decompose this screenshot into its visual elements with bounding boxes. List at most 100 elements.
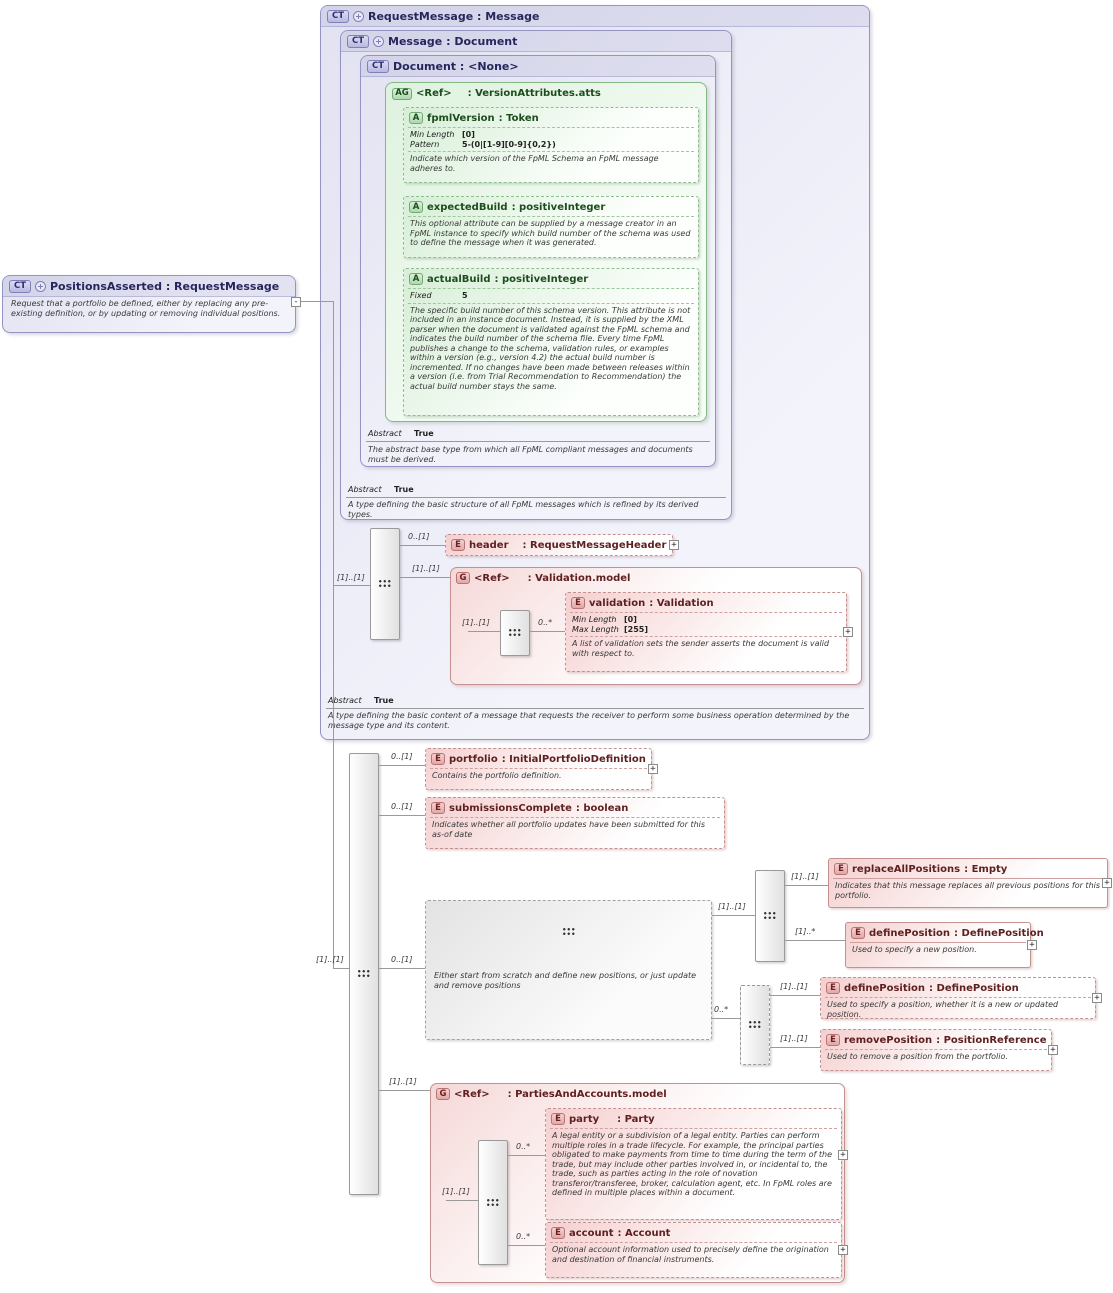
document-header[interactable]: CT Document : <None> <box>361 56 715 77</box>
choice-indicator: Either start from scratch and define new… <box>425 900 712 1040</box>
element-type: : InitialPortfolioDefinition <box>501 753 646 765</box>
element-icon: E <box>551 1227 565 1239</box>
cardinality-label: [1]..[1] <box>389 1077 417 1086</box>
element-doc: Indicates that this message replaces all… <box>833 878 1103 903</box>
connector-line <box>400 577 450 578</box>
element-name: replaceAllPositions <box>852 863 961 875</box>
remove-position-element[interactable]: E removePosition : PositionReference Use… <box>820 1029 1052 1071</box>
derivation-icon <box>35 280 46 292</box>
element-facts: Min Length[0] Max Length[255] <box>570 612 842 636</box>
cardinality-label: [1]..[1] <box>442 1187 470 1196</box>
connector-line <box>785 940 845 941</box>
attribute-group-icon: AG <box>392 87 412 100</box>
complex-type-icon: CT <box>347 34 369 48</box>
element-doc: A legal entity or a subdivision of a leg… <box>550 1128 837 1201</box>
group-header[interactable]: G <Ref> : Validation.model <box>451 568 861 587</box>
element-doc: Used to specify a position, whether it i… <box>825 997 1091 1022</box>
element-type: : DefinePosition <box>929 982 1019 994</box>
expand-button[interactable]: + <box>1102 878 1112 888</box>
divider-line <box>346 497 726 498</box>
group-icon: G <box>456 572 470 584</box>
cardinality-label: [1]..[1] <box>791 872 819 881</box>
message-header[interactable]: CT Message : Document <box>341 31 731 52</box>
element-name: definePosition <box>844 982 926 994</box>
connector-line <box>508 1245 545 1246</box>
abstract-value: True <box>374 696 394 705</box>
expand-button[interactable]: + <box>1027 940 1037 950</box>
choice-indicator <box>740 985 770 1065</box>
attribute-doc: This optional attribute can be supplied … <box>408 216 694 251</box>
party-element[interactable]: E party : Party A legal entity or a subd… <box>545 1108 842 1220</box>
fpml-version-attribute[interactable]: A fpmlVersion : Token Min Length[0] Patt… <box>403 107 699 183</box>
expand-button[interactable]: + <box>1048 1045 1058 1055</box>
expand-button[interactable]: + <box>843 627 853 637</box>
attribute-doc: The specific build number of this schema… <box>408 302 694 395</box>
cardinality-label: [1]..[1] <box>412 564 440 573</box>
attribute-icon: A <box>409 112 423 124</box>
cardinality-label: [1]..[1] <box>316 955 344 964</box>
attribute-type: : positiveInteger <box>511 201 606 213</box>
abstract-row: Abstract True <box>328 696 394 705</box>
connector-line <box>333 301 334 969</box>
element-type: : Empty <box>964 863 1008 875</box>
attribute-type: : positiveInteger <box>494 273 589 285</box>
expand-button[interactable]: + <box>1092 993 1102 1003</box>
element-doc: Optional account information used to pre… <box>550 1242 837 1267</box>
element-doc: Used to specify a new position. <box>850 942 1026 958</box>
fact-label: Min Length <box>410 130 455 139</box>
connector-line <box>468 631 500 632</box>
portfolio-element[interactable]: E portfolio : InitialPortfolioDefinition… <box>425 748 652 790</box>
sequence-indicator <box>500 610 530 656</box>
complex-type-icon: CT <box>327 9 349 23</box>
submissions-complete-element[interactable]: E submissionsComplete : boolean Indicate… <box>425 797 725 849</box>
request-message-header[interactable]: CT RequestMessage : Message <box>321 6 869 27</box>
expand-button[interactable]: + <box>838 1245 848 1255</box>
element-icon: E <box>451 539 465 551</box>
expand-button[interactable]: + <box>838 1150 848 1160</box>
positions-asserted-type-box: CT PositionsAsserted : RequestMessage Re… <box>2 275 296 333</box>
connector-line <box>770 1047 820 1048</box>
abstract-row: Abstract True <box>368 429 434 438</box>
attribute-group-header[interactable]: AG <Ref> : VersionAttributes.atts <box>386 83 706 104</box>
connector-line <box>333 968 349 969</box>
connector-line <box>379 765 425 766</box>
element-icon: E <box>826 1034 840 1046</box>
element-type: : Account <box>617 1227 671 1239</box>
sequence-icon <box>378 579 392 589</box>
element-name: definePosition <box>869 927 951 939</box>
collapse-button[interactable]: - <box>291 297 301 307</box>
cardinality-label: [1]..[1] <box>337 573 365 582</box>
cardinality-label: [1]..[1] <box>718 902 746 911</box>
sequence-icon <box>486 1197 500 1208</box>
define-position-element[interactable]: E definePosition : DefinePosition Used t… <box>820 977 1096 1019</box>
type-title: Document : <None> <box>393 59 519 73</box>
define-position-element[interactable]: E definePosition : DefinePosition Used t… <box>845 922 1044 968</box>
cardinality-label: 0..* <box>516 1232 531 1241</box>
element-icon: E <box>571 597 585 609</box>
positions-asserted-header[interactable]: CT PositionsAsserted : RequestMessage <box>3 276 295 297</box>
cardinality-label: [1]..[1] <box>462 618 490 627</box>
connector-line <box>333 585 370 586</box>
connector-line <box>785 885 828 886</box>
account-element[interactable]: E account : Account Optional account inf… <box>545 1222 842 1278</box>
cardinality-label: [1]..* <box>795 927 816 936</box>
validation-element[interactable]: E validation : Validation Min Length[0] … <box>565 592 847 672</box>
fact-value: [0] <box>624 615 637 624</box>
element-type: : DefinePosition <box>954 927 1044 939</box>
replace-all-positions-element[interactable]: E replaceAllPositions : Empty Indicates … <box>828 858 1108 908</box>
connector-line <box>712 915 755 916</box>
group-type: : VersionAttributes.atts <box>467 88 601 99</box>
element-icon: E <box>431 753 445 765</box>
fact-label: Min Length <box>572 615 617 624</box>
expand-button[interactable]: + <box>669 540 679 550</box>
connector-line <box>446 1200 478 1201</box>
divider-line <box>366 441 710 442</box>
group-header[interactable]: G <Ref> : PartiesAndAccounts.model <box>431 1084 844 1103</box>
header-element[interactable]: E header : RequestMessageHeader <box>445 534 673 556</box>
expected-build-attribute[interactable]: A expectedBuild : positiveInteger This o… <box>403 196 699 258</box>
expand-button[interactable]: + <box>648 764 658 774</box>
type-title: PositionsAsserted : RequestMessage <box>50 279 280 293</box>
